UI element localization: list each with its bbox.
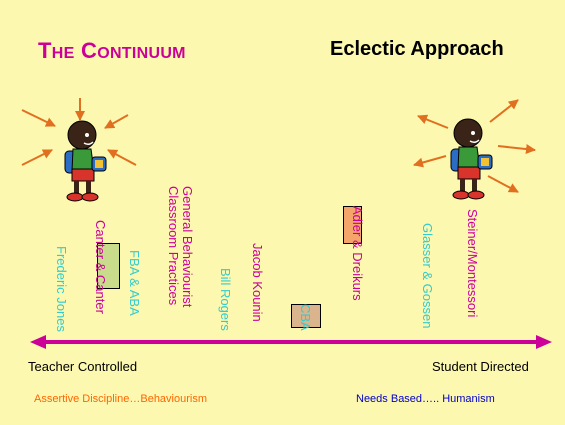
- footer-humanism: Needs Based….. Humanism: [356, 393, 495, 405]
- title-part: ONTINUUM: [97, 45, 186, 62]
- theorist-label-cba: CBA: [298, 304, 313, 331]
- theorist-label-canter: Canter & Canter: [93, 220, 108, 314]
- theorist-label-jacob-kounin: Jacob Kounin: [250, 243, 265, 322]
- student-directed-label: Student Directed: [432, 359, 529, 374]
- title-letter: T: [38, 38, 52, 63]
- title-letter: C: [81, 38, 98, 63]
- page-title: THE CONTINUUM: [38, 38, 186, 64]
- theorist-label-general-behaviourist: General Behaviourist: [180, 186, 195, 308]
- theorist-label-fba-aba: FBA & ABA: [127, 250, 142, 316]
- continuum-axis: [30, 335, 552, 349]
- theorist-label-frederic-jones: Frederic Jones: [54, 246, 69, 332]
- theorist-label-glasser-gossen: Glasser & Gossen: [420, 223, 435, 329]
- title-part: HE: [51, 45, 75, 62]
- student-walking-right-icon: [413, 99, 536, 200]
- theorist-label-adler-dreikurs: Adler & Dreikurs: [350, 206, 365, 301]
- subtitle: Eclectic Approach: [330, 38, 504, 60]
- footer-behaviourism: Assertive Discipline…Behaviourism: [34, 393, 208, 405]
- canter-box: [97, 243, 120, 289]
- theorist-label-steiner-montessori: Steiner/Montessori: [465, 209, 480, 318]
- student-walking-left-icon: [21, 98, 137, 202]
- theorist-label-classroom-practices: Classroom Practices: [166, 186, 181, 306]
- cba-box: [291, 304, 321, 328]
- teacher-controlled-label: Teacher Controlled: [28, 359, 138, 374]
- adler-box: [343, 206, 362, 244]
- theorist-label-bill-rogers: Bill Rogers: [218, 268, 233, 331]
